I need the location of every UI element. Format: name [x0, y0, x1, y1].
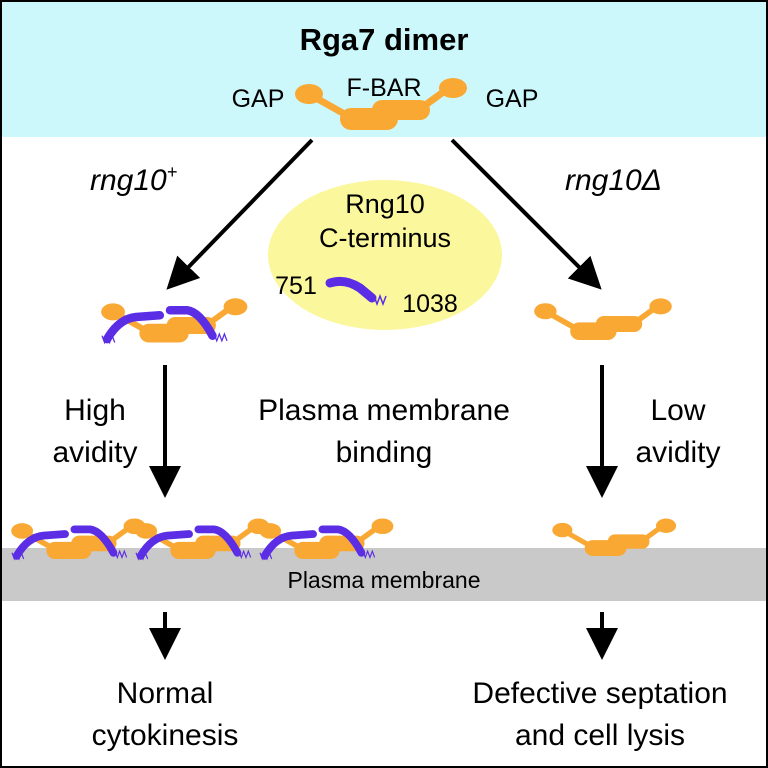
- rng10-plus-label: rng10+: [90, 162, 177, 197]
- outcome-right-line2: and cell lysis: [515, 719, 685, 752]
- rng10-fragment: [325, 276, 377, 303]
- rng10-fragment-tail: [373, 293, 387, 307]
- arrow-left-branch: [166, 138, 314, 290]
- residue-start-label: 751: [275, 272, 317, 300]
- cterminus-label: C-terminus: [319, 223, 451, 253]
- avidity-left-label: avidity: [52, 436, 137, 469]
- pm-binding-line2: binding: [336, 436, 433, 469]
- title: Rga7 dimer: [300, 22, 469, 57]
- gap-right-label: GAP: [486, 85, 539, 113]
- avidity-right-label: avidity: [635, 436, 720, 469]
- outcome-left-line1: Normal: [117, 677, 214, 710]
- plasma-membrane-label: Plasma membrane: [287, 567, 480, 593]
- plasma-membrane: [0, 548, 768, 601]
- high-label: High: [64, 394, 126, 427]
- rng10-cterm-ellipse: [268, 180, 502, 330]
- gap-left-label: GAP: [232, 85, 285, 113]
- fbar-label: F-BAR: [347, 74, 422, 102]
- low-label: Low: [650, 394, 705, 427]
- pm-binding-line1: Plasma membrane: [258, 394, 510, 427]
- outcome-right-line1: Defective septation: [472, 677, 727, 710]
- rng10-label: Rng10: [345, 189, 425, 219]
- outcome-left-line2: cytokinesis: [92, 719, 239, 752]
- rng10-delta-label: rng10Δ: [565, 164, 662, 197]
- arrow-right-branch: [450, 138, 602, 290]
- residue-end-label: 1038: [402, 290, 458, 318]
